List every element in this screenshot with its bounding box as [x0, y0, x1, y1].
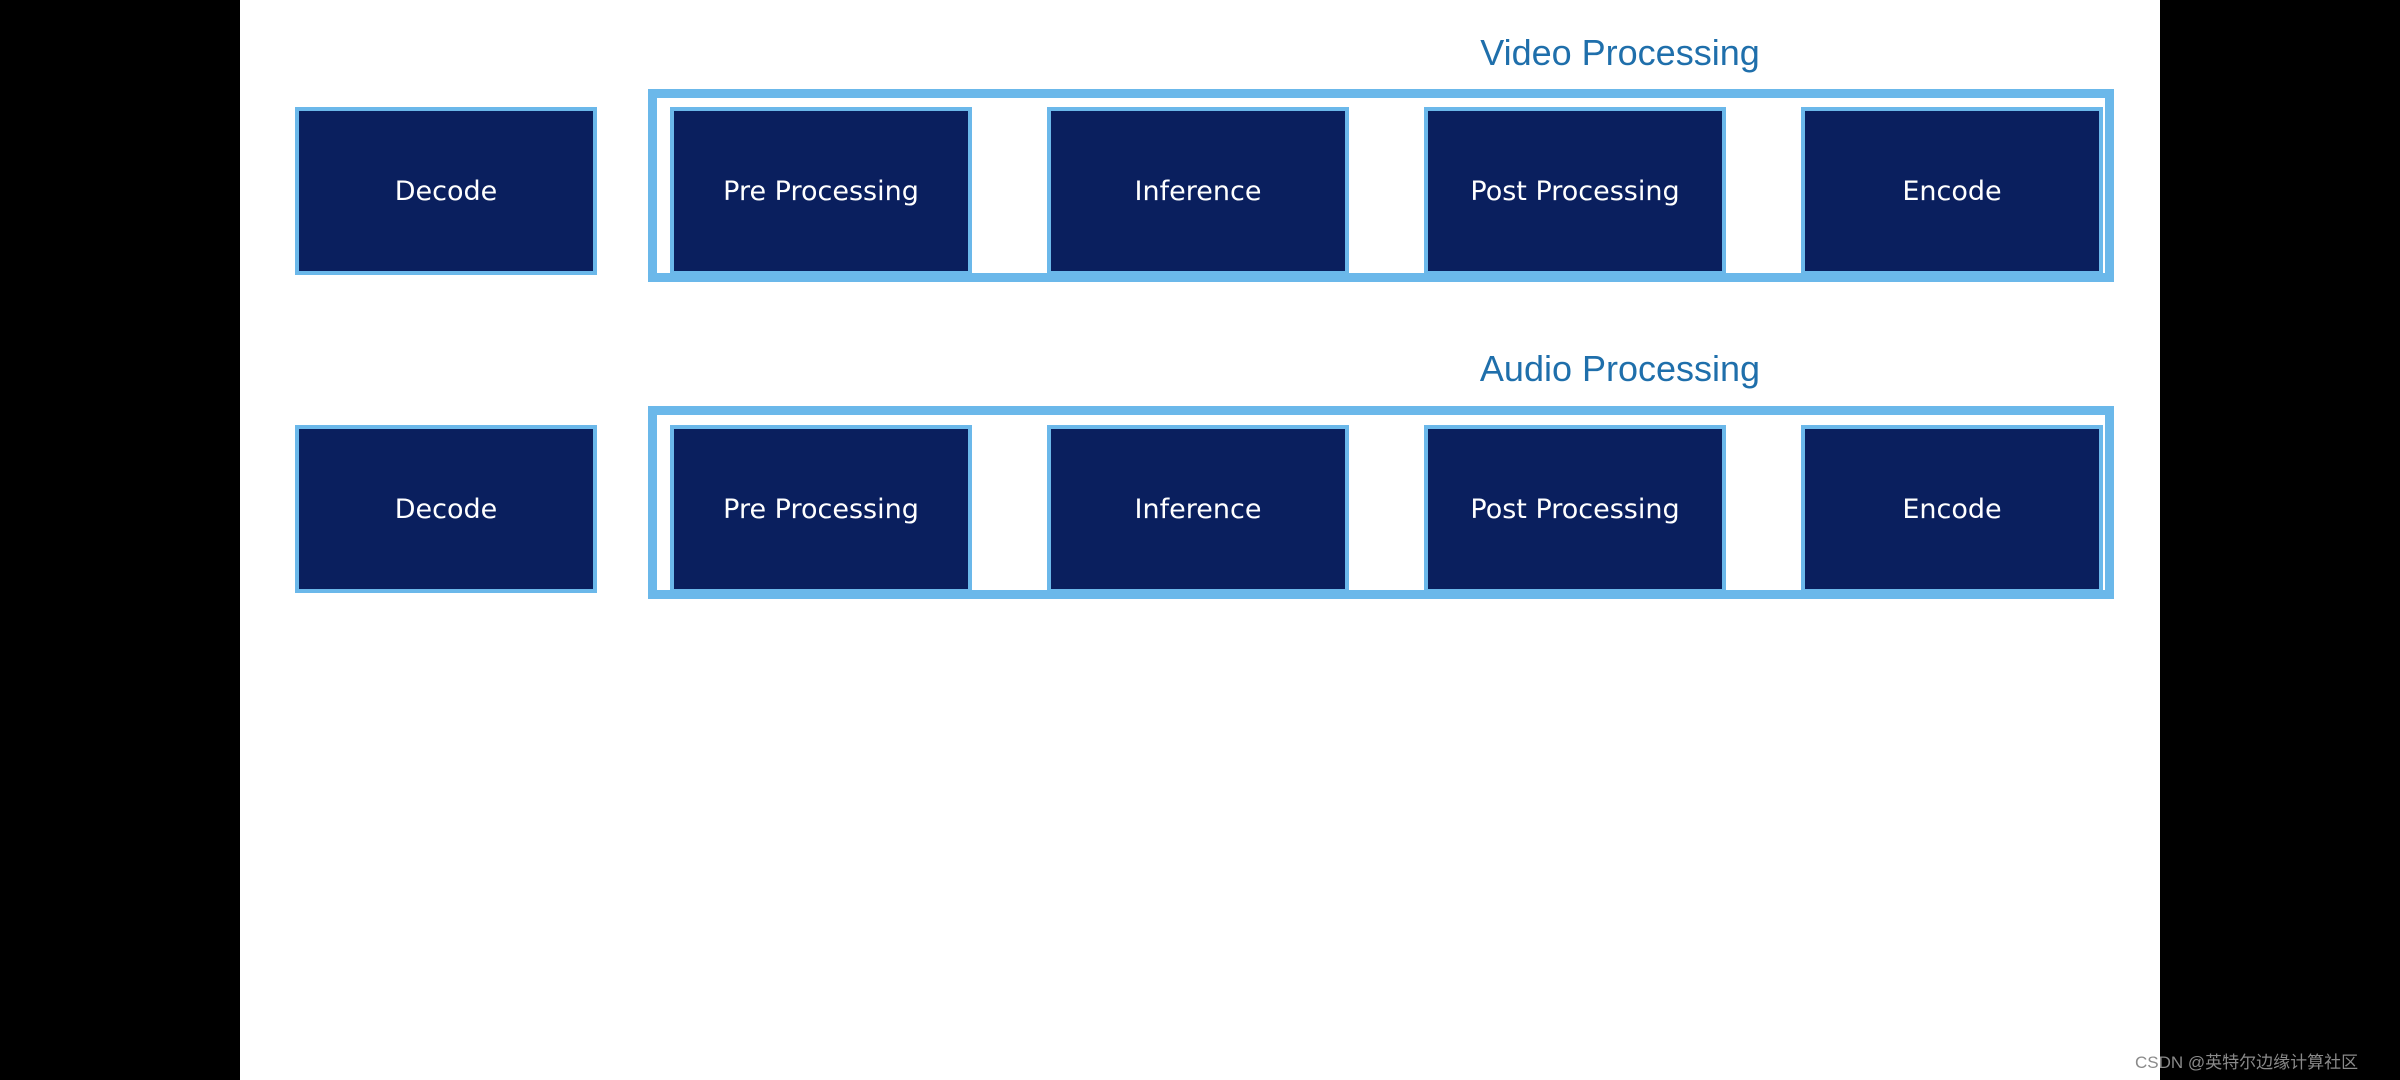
- audio-decode-block: Decode: [295, 425, 597, 593]
- video-pre-processing-block: Pre Processing: [670, 107, 972, 275]
- audio-pre-processing-block: Pre Processing: [670, 425, 972, 593]
- left-black-bar: [0, 0, 240, 1080]
- watermark-text: CSDN @英特尔边缘计算社区: [2135, 1053, 2359, 1072]
- audio-processing-frame: [648, 406, 2114, 599]
- audio-processing-title: Audio Processing: [1479, 348, 1761, 389]
- video-processing-frame: [648, 89, 2114, 282]
- video-decode-block: Decode: [295, 107, 597, 275]
- video-post-processing-block: Post Processing: [1424, 107, 1726, 275]
- video-encode-block: Encode: [1801, 107, 2103, 275]
- audio-post-processing-block: Post Processing: [1424, 425, 1726, 593]
- diagram-slide: Video Processing Decode Pre Processing I…: [240, 0, 2160, 1080]
- video-processing-title: Video Processing: [1480, 32, 1760, 73]
- audio-encode-block: Encode: [1801, 425, 2103, 593]
- right-black-bar: [2160, 0, 2400, 1080]
- video-inference-block: Inference: [1047, 107, 1349, 275]
- audio-inference-block: Inference: [1047, 425, 1349, 593]
